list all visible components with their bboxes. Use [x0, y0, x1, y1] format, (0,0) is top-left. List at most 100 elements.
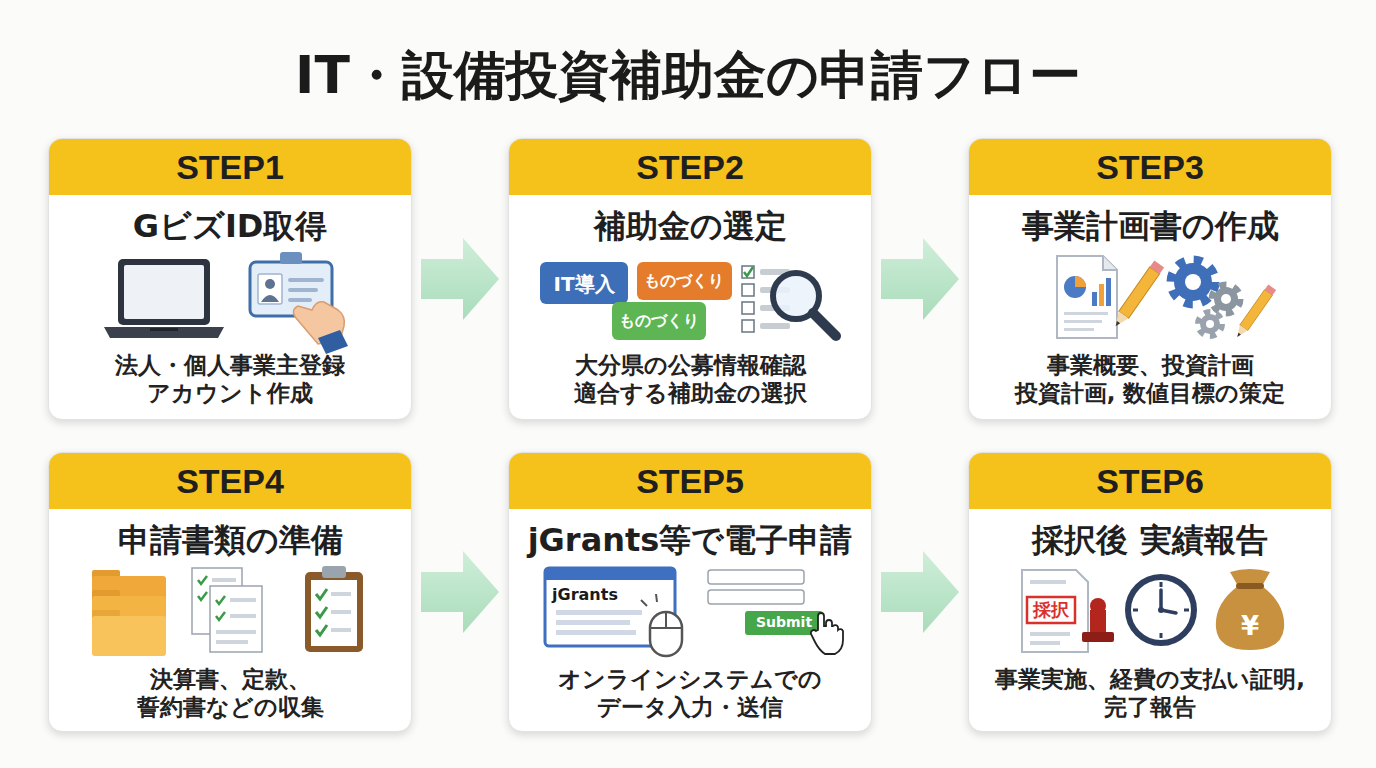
- category-tag: [540, 262, 732, 340]
- clock-icon: [1128, 577, 1194, 643]
- browser-icon-part: [556, 620, 630, 625]
- money-bag-icon: [1216, 569, 1284, 650]
- gear-icon-part: [1221, 294, 1231, 304]
- gear-icon-part: [1206, 320, 1214, 328]
- gear-icon-part: [1212, 285, 1240, 313]
- gear-icon-part: [1214, 287, 1238, 311]
- mouse-icon: [641, 594, 682, 656]
- step-description: 事業実施、経費の支払い証明, 完了報告: [980, 665, 1320, 721]
- report-icon-part: [1064, 320, 1102, 323]
- stamp-icon-part: [1090, 598, 1106, 614]
- document-icon-part: [216, 612, 225, 620]
- checklist-icon-part: [742, 302, 754, 314]
- folder-icon-part: [92, 570, 120, 580]
- pencil-icon-part: [1111, 311, 1129, 329]
- pencil-icon-part: [1150, 261, 1164, 274]
- gear-icon-part: [1198, 312, 1222, 336]
- clipboard-icon-part: [316, 607, 327, 617]
- step-title: 申請書類の準備: [49, 519, 411, 561]
- approval-document-icon-part: [1030, 641, 1060, 645]
- submit-button-part: [745, 611, 823, 635]
- report-icon-part: [1092, 292, 1097, 306]
- id-card-icon-part: [288, 288, 318, 292]
- mouse-icon-part: [650, 627, 682, 629]
- id-card-icon-part: [250, 262, 332, 316]
- id-card-icon-part: [258, 274, 282, 304]
- approval-document-icon-part: [1030, 580, 1066, 584]
- hand-icon-part: [318, 330, 348, 354]
- checklist-icon: [742, 266, 790, 332]
- folder-icon-part: [92, 616, 166, 656]
- browser-icon-part: [556, 610, 642, 615]
- step-header: STEP4: [49, 453, 411, 509]
- step-header: STEP6: [969, 453, 1331, 509]
- step-description: 決算書、定款、 誓約書などの収集: [70, 665, 390, 721]
- document-icon-part: [198, 592, 207, 600]
- report-icon-part: [1075, 276, 1086, 287]
- clipboard-icon-part: [322, 566, 346, 578]
- document-icon-part: [216, 640, 248, 644]
- document-icon-part: [198, 576, 207, 584]
- approval-document-icon-part: [1030, 632, 1070, 636]
- clock-icon-part: [1161, 610, 1176, 613]
- money-bag-icon-part: [1236, 583, 1264, 589]
- document-icon: [192, 568, 262, 652]
- clock-icon-part: [1133, 609, 1138, 612]
- step-card: STEP5jGrants等で電子申請オンラインシステムでの データ入力・送信: [508, 452, 872, 732]
- money-bag-icon-part: [1216, 569, 1284, 650]
- mouse-icon-part: [650, 612, 682, 656]
- clipboard-icon-part: [311, 580, 357, 646]
- clipboard-icon-part: [331, 610, 351, 614]
- browser-icon-part: [545, 568, 675, 580]
- id-card-icon-part: [261, 295, 279, 302]
- clipboard-icon: [305, 566, 363, 652]
- pointer-icon-part: [811, 613, 843, 654]
- report-icon-part: [1099, 284, 1104, 306]
- approval-document-icon-part: [1027, 597, 1075, 623]
- gear-icon-part: [1174, 263, 1212, 301]
- pointer-icon: [811, 613, 843, 654]
- clipboard-icon-part: [316, 589, 327, 599]
- report-icon-part: [1064, 328, 1094, 331]
- form-field: [708, 570, 804, 604]
- checklist-icon-part: [744, 267, 753, 276]
- stamp-icon: [1082, 598, 1114, 642]
- laptop-icon-part: [104, 327, 224, 338]
- laptop-icon: [104, 259, 224, 338]
- magnifier-icon-part: [813, 313, 836, 336]
- id-card-icon-part: [288, 278, 324, 282]
- report-icon-part: [1064, 312, 1108, 315]
- checklist-icon-part: [760, 323, 790, 329]
- laptop-icon-part: [118, 259, 210, 325]
- clipboard-icon-part: [331, 592, 351, 596]
- step-title: GビズID取得: [49, 205, 411, 247]
- stamp-icon-part: [1090, 610, 1106, 634]
- checklist-icon-part: [760, 269, 790, 275]
- approval-document-icon: [1022, 570, 1088, 652]
- id-card-icon-part: [265, 279, 275, 289]
- category-tag-part: [612, 302, 706, 340]
- pencil-icon-part: [1233, 325, 1247, 340]
- step-description: 事業概要、投資計画 投資計画, 数値目標の策定: [1005, 351, 1295, 407]
- stamp-icon-part: [1082, 632, 1114, 642]
- clipboard-icon-part: [316, 625, 327, 635]
- gear-icon: [1171, 260, 1240, 336]
- browser-icon-part: [545, 568, 675, 646]
- step-title: 補助金の選定: [509, 205, 871, 247]
- flow-arrow: [421, 238, 499, 320]
- form-field-part: [708, 570, 804, 584]
- clock-icon-part: [1158, 607, 1164, 613]
- pencil-icon: [1233, 284, 1276, 339]
- category-tag-part: [540, 262, 628, 304]
- checklist-icon-part: [760, 287, 790, 293]
- clock-icon-part: [1160, 633, 1163, 638]
- hand-icon: [293, 302, 348, 354]
- clock-icon-part: [1128, 577, 1194, 643]
- step-description: 法人・個人事業主登録 アカウント作成: [60, 351, 400, 407]
- step-card: STEP1GビズID取得法人・個人事業主登録 アカウント作成: [48, 138, 412, 420]
- magnifier-icon-part: [773, 273, 819, 319]
- folder-icon-part: [92, 576, 166, 616]
- clock-icon-part: [1159, 590, 1163, 610]
- folder-icon: [92, 570, 166, 656]
